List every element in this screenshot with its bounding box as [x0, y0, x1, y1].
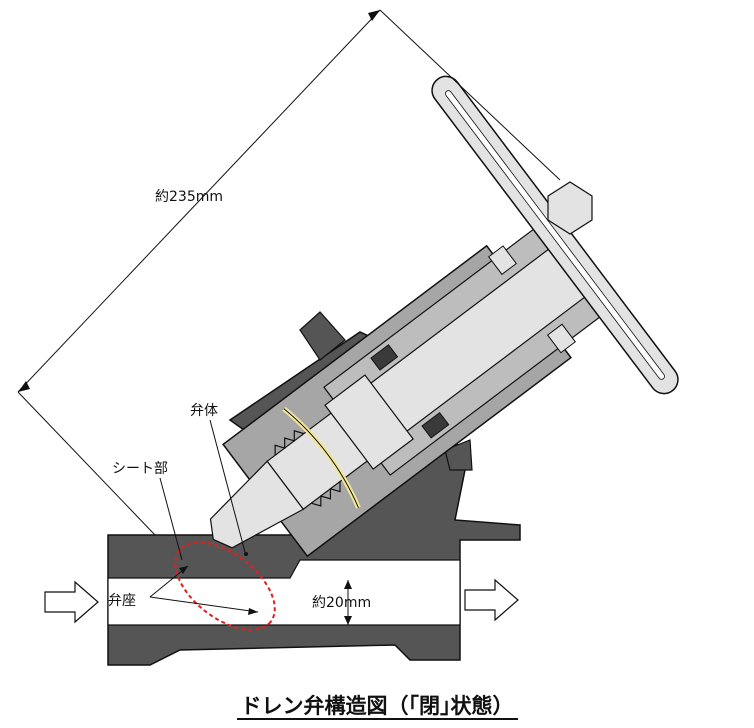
- length-arrowhead-top: [368, 10, 380, 21]
- bore-arrowhead-top: [344, 580, 352, 589]
- diagram-caption-text: ドレン弁構造図（｢閉｣状態）: [236, 694, 518, 720]
- valve-body-leader: [209, 419, 246, 553]
- seat-highlight-ring: [174, 541, 276, 631]
- diagram-caption: ドレン弁構造図（｢閉｣状態）: [0, 690, 754, 720]
- stem-head: [324, 374, 414, 470]
- stem-thread-top: [274, 430, 305, 456]
- packing-knurl-top: [370, 344, 399, 371]
- pipe-bore: [107, 559, 461, 626]
- handle-bar-slot: [445, 90, 665, 380]
- length-extension-bottom: [17, 391, 156, 536]
- inlet-flow-arrow: [44, 580, 99, 624]
- bonnet-assembly: [209, 223, 607, 558]
- length-arrowhead-bottom: [18, 381, 30, 392]
- valve-body-leader-dot: [244, 552, 248, 556]
- valve-seat-label: 弁座: [108, 593, 136, 609]
- outlet-flow-arrow: [464, 578, 519, 622]
- seat-part-leader: [159, 477, 183, 561]
- bonnet-fin-left: [299, 311, 346, 361]
- overall-length-label: 約235mm: [155, 189, 223, 205]
- valve-body-label: 弁体: [190, 403, 218, 419]
- bolt-head-right: [546, 323, 576, 354]
- stem-thread-bottom: [311, 481, 341, 507]
- seat-part-label: シート部: [112, 461, 168, 477]
- valve-seat-leader-bottom: [149, 596, 259, 613]
- valve-plug: [209, 460, 305, 549]
- bore-arrowhead-bottom: [344, 616, 352, 625]
- length-extension-top: [379, 9, 561, 181]
- valve-seat-arrowhead-top: [179, 566, 188, 574]
- gasket-outline: [283, 408, 359, 508]
- t-handle: [431, 75, 679, 395]
- length-dimension-line: [17, 9, 381, 393]
- packing-knurl-bottom: [421, 412, 450, 439]
- handle-nut: [547, 181, 593, 235]
- bolt-head-left: [487, 245, 518, 276]
- valve-seat-arrowhead-bottom: [248, 608, 258, 615]
- bore-diameter-label: 約20mm: [312, 595, 372, 611]
